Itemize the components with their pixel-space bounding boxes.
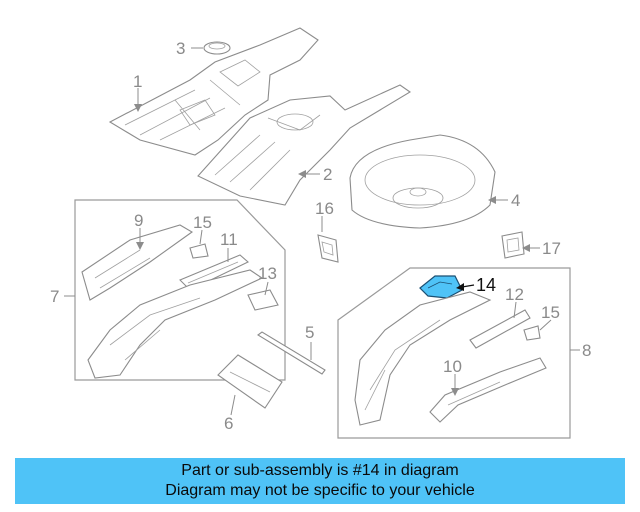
callout-6: 6 [224, 414, 233, 433]
part-10-rail[interactable] [429, 357, 547, 423]
callout-9: 9 [134, 211, 143, 230]
callout-8: 8 [582, 341, 591, 360]
banner-line-1: Part or sub-assembly is #14 in diagram [181, 462, 459, 479]
part-14-highlighted[interactable] [419, 275, 463, 299]
callout-11: 11 [220, 230, 238, 249]
callout-3: 3 [176, 39, 185, 58]
part-3-plug[interactable] [203, 41, 231, 55]
callout-2: 2 [323, 165, 332, 184]
part-15-bracket-left[interactable] [189, 243, 209, 259]
callout-5: 5 [305, 323, 314, 342]
part-5-crossmember[interactable] [257, 331, 326, 375]
part-6-bracket[interactable] [217, 354, 283, 409]
callout-14: 14 [476, 275, 496, 295]
part-1-front-floor[interactable] [108, 27, 319, 156]
part-15-bracket-right[interactable] [523, 325, 541, 341]
part-9-rail[interactable] [81, 224, 194, 301]
part-17-bracket[interactable] [501, 231, 525, 259]
info-banner: Part or sub-assembly is #14 in diagram D… [15, 458, 625, 504]
callout-15-left: 15 [193, 213, 212, 232]
callout-15-right: 15 [541, 303, 560, 322]
part-12-bracket[interactable] [469, 309, 531, 349]
callout-4: 4 [511, 191, 520, 210]
group-box-7 [74, 199, 286, 381]
group-box-8 [337, 267, 571, 439]
part-4-spare-tub[interactable] [349, 134, 496, 229]
part-13-bracket[interactable] [247, 289, 279, 311]
part-8-side-rail[interactable] [354, 291, 492, 426]
callout-7: 7 [50, 287, 59, 306]
callout-16: 16 [315, 199, 334, 218]
parts-diagram: 1 2 3 4 5 6 7 8 9 10 11 12 13 14 15 15 1… [50, 27, 591, 439]
part-16-bracket[interactable] [317, 234, 339, 263]
callout-1: 1 [133, 72, 142, 91]
callout-10: 10 [443, 357, 462, 376]
callout-12: 12 [505, 285, 524, 304]
callout-13: 13 [258, 264, 277, 283]
part-7-side-rail[interactable] [87, 269, 264, 379]
callout-17: 17 [542, 239, 561, 258]
part-2-rear-floor[interactable] [197, 84, 412, 206]
banner-line-2: Diagram may not be specific to your vehi… [165, 482, 475, 499]
